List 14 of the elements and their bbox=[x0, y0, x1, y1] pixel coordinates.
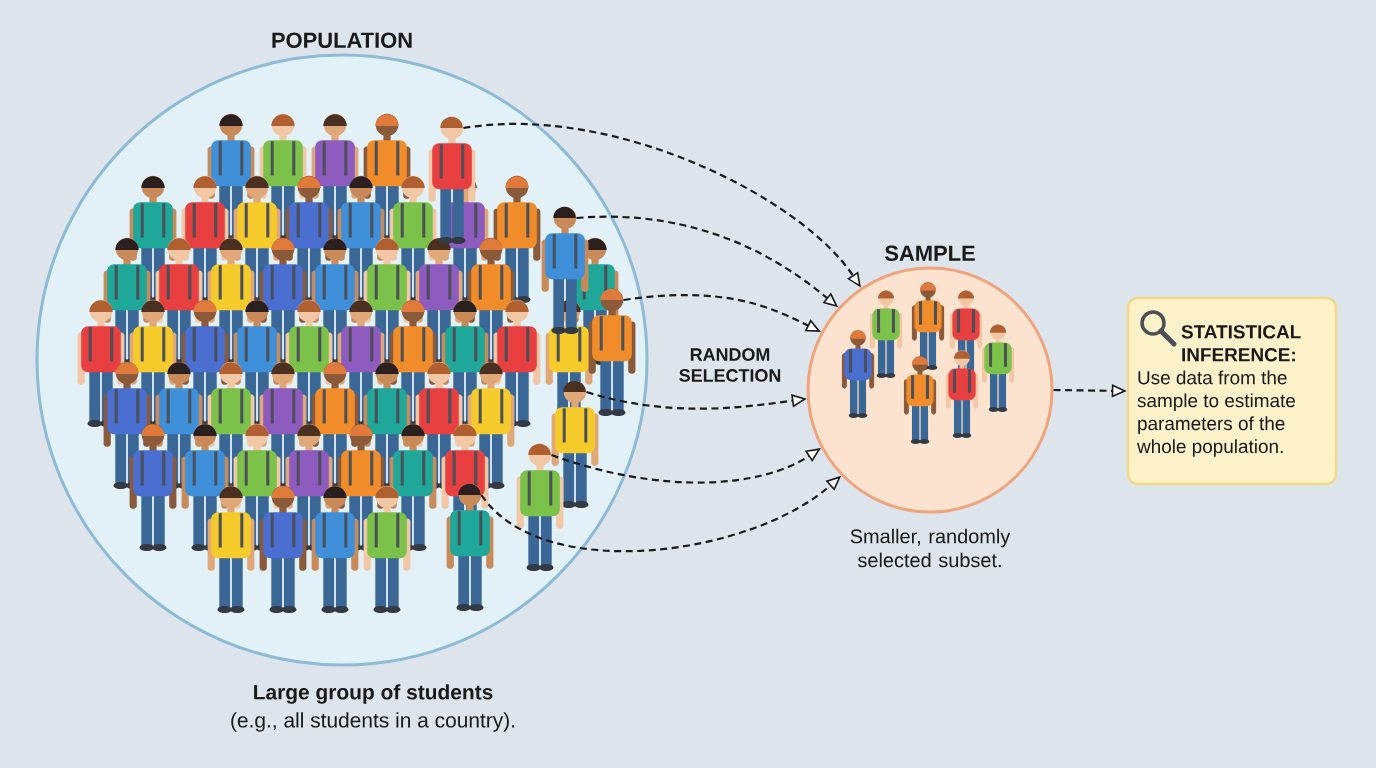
annotation-text: RANDOM SELECTION bbox=[679, 348, 781, 382]
student-head bbox=[440, 116, 464, 140]
caption-text: Smaller, randomly selected subset. bbox=[850, 528, 1011, 568]
info-box: STATISTICAL INFERENCE: Use data from the sample to estimate parameters of the whole population. bbox=[1126, 296, 1338, 486]
student-head bbox=[600, 288, 624, 312]
caption-text: (e.g., all students in a country). bbox=[231, 712, 515, 732]
student-head bbox=[458, 483, 482, 507]
caption-text: Large group of students bbox=[254, 684, 493, 704]
student-head bbox=[553, 206, 577, 230]
arrow bbox=[551, 448, 821, 484]
student-head bbox=[563, 380, 587, 404]
student-head bbox=[528, 443, 552, 467]
node-label: SAMPLE bbox=[884, 245, 975, 261]
node-label: POPULATION bbox=[272, 32, 412, 48]
